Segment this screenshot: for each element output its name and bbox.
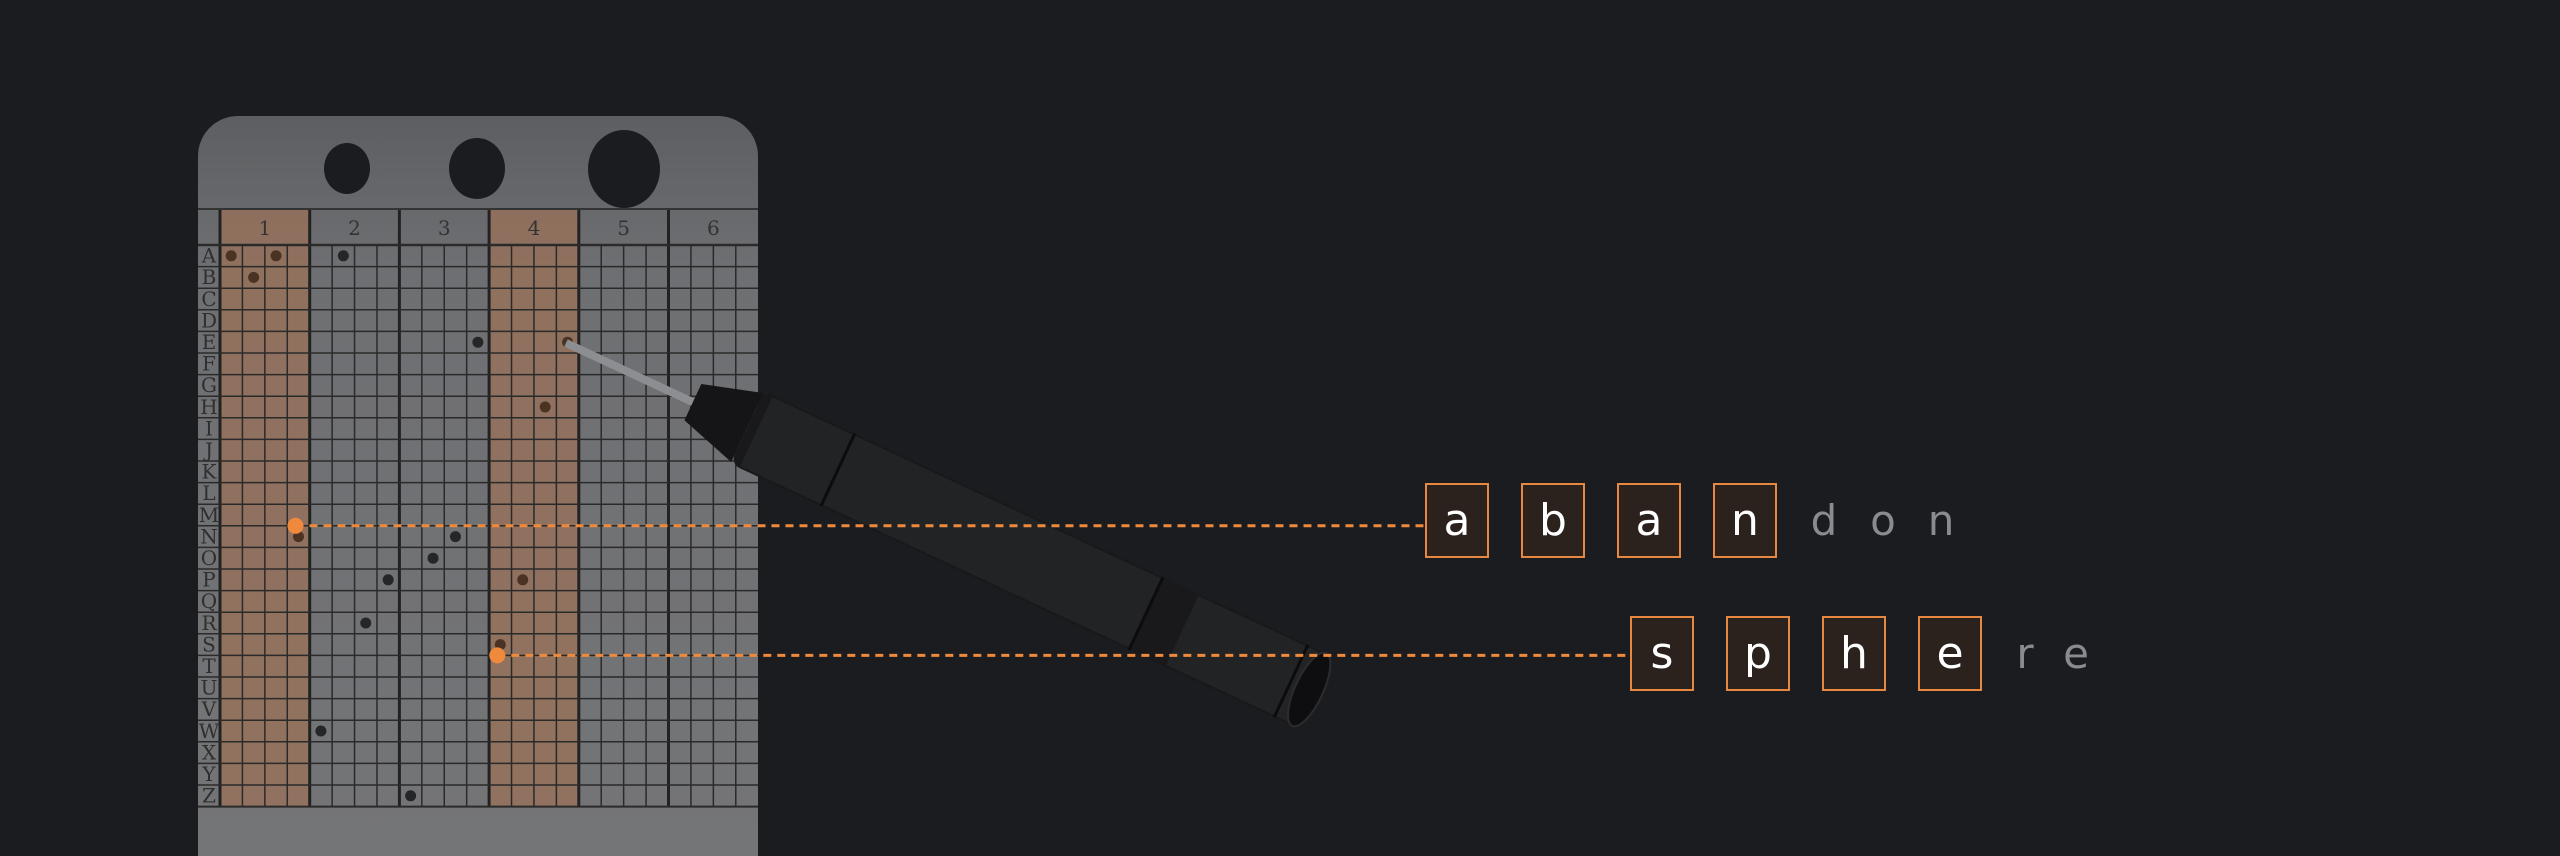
row-label: E — [202, 330, 217, 354]
word-row-2: s p h e r e — [0, 616, 2560, 691]
row-label: T — [202, 654, 216, 678]
row-label: G — [201, 373, 217, 397]
punch-pen — [564, 339, 1332, 728]
mount-hole-small — [324, 143, 370, 194]
typed-letter: s — [1630, 616, 1694, 691]
punched-hole — [382, 574, 394, 586]
typed-letter: n — [1713, 483, 1777, 558]
column-header: 6 — [707, 216, 720, 240]
punched-hole — [427, 552, 439, 564]
mount-hole-medium — [449, 138, 505, 199]
remaining-letter: r — [2016, 629, 2034, 678]
row-label: H — [200, 395, 217, 419]
remaining-letter: e — [2063, 629, 2089, 678]
row-label: O — [201, 546, 217, 570]
punched-hole — [270, 250, 282, 262]
column-header: 2 — [348, 216, 361, 240]
typed-letter: e — [1918, 616, 1982, 691]
row-label: R — [201, 611, 217, 635]
row-label: N — [200, 524, 218, 548]
row-label: X — [202, 740, 217, 764]
punched-hole — [360, 617, 372, 629]
row-label: Z — [202, 784, 216, 808]
mount-hole-large — [588, 130, 660, 208]
typed-letter: h — [1822, 616, 1886, 691]
row-label: W — [199, 719, 220, 743]
punched-hole — [517, 574, 529, 586]
row-label: U — [201, 676, 218, 700]
row-label: L — [202, 481, 215, 505]
row-label: D — [201, 308, 217, 332]
word-row-1: a b a n d o n — [0, 483, 2560, 558]
row-label: K — [202, 460, 218, 484]
punched-hole — [472, 336, 484, 348]
row-label: S — [202, 632, 216, 656]
marker-dot — [287, 517, 304, 534]
punched-hole — [248, 271, 260, 283]
typed-letter: p — [1726, 616, 1790, 691]
punched-hole — [449, 531, 461, 543]
punched-hole — [315, 725, 327, 737]
row-label: I — [205, 416, 213, 440]
row-label: J — [203, 438, 213, 462]
knurled-grip — [740, 397, 854, 505]
row-label: B — [202, 265, 217, 289]
remaining-letter: d — [1810, 496, 1838, 545]
row-label: M — [199, 503, 219, 527]
punched-hole — [292, 531, 304, 543]
knurled-grip — [821, 435, 1163, 648]
column-header: 4 — [528, 216, 541, 240]
typed-letter: a — [1425, 483, 1489, 558]
punched-hole — [539, 401, 551, 413]
punched-hole — [337, 250, 349, 262]
column-header: 5 — [617, 216, 630, 240]
column-header: 1 — [258, 216, 271, 240]
row-label: Q — [201, 589, 217, 613]
remaining-letter: o — [1870, 496, 1896, 545]
punched-hole — [405, 790, 417, 802]
row-label: A — [201, 244, 217, 268]
typed-letter: b — [1521, 483, 1585, 558]
remaining-letter: n — [1927, 496, 1955, 545]
row-label: P — [202, 568, 215, 592]
row-label: C — [201, 287, 216, 311]
punched-hole — [494, 639, 506, 651]
row-label: F — [202, 352, 216, 376]
marker-dot — [489, 647, 506, 664]
typed-letter: a — [1617, 483, 1681, 558]
row-label: Y — [201, 762, 216, 786]
row-label: V — [201, 697, 217, 721]
punched-hole — [225, 250, 237, 262]
column-header: 3 — [438, 216, 451, 240]
